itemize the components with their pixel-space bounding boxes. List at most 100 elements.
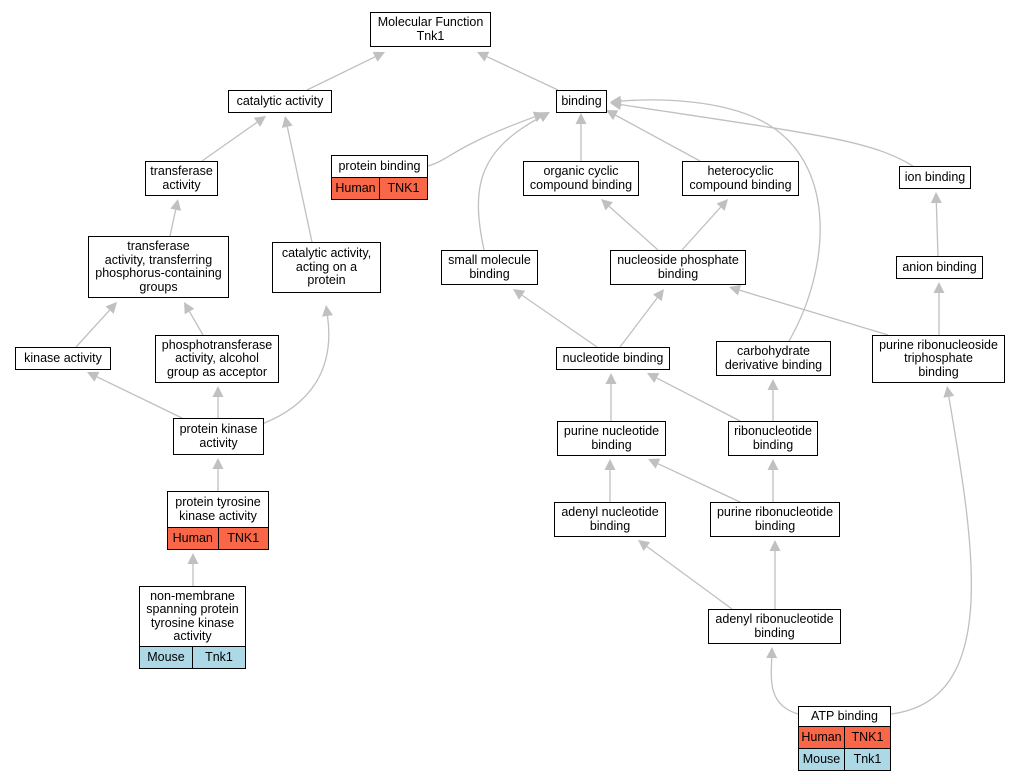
organism-name: Mouse [802,751,841,766]
go-term-label: anion binding [902,259,977,274]
edge-transferase_phosphorus-to-transferase_activity [169,209,177,237]
edge-arrowhead-nucleotide_binding-to-nucleoside_phosphate [652,289,664,302]
edge-arrowhead-ribonucleotide-to-nucleotide_binding [647,373,660,383]
go-term-node-purine-ribonucleotide[interactable]: purine ribonucleotide binding [710,502,840,537]
edge-arrowhead-non_membrane_ptk-to-protein_tyrosine_kinase [187,553,199,564]
go-term-label: purine ribonucleoside triphosphate bindi… [879,337,998,379]
edge-anion_binding-to-ion_binding [935,202,939,257]
edge-arrowhead-atp_binding-to-purine_ribonucleoside_tp [943,386,955,398]
gene-symbol: Tnk1 [844,749,890,770]
edge-arrowhead-purine_ribonucleotide-to-ribonucleotide [767,459,779,470]
go-term-node-transferase-phosphorus[interactable]: transferase activity, transferring phosp… [88,236,229,298]
species-annotation-mouse: Mouse Tnk1 [140,646,245,668]
go-term-node-heterocyclic[interactable]: heterocyclic compound binding [682,161,799,196]
edge-arrowhead-nucleotide_binding-to-small_molecule [513,289,526,300]
edge-arrowhead-purine_ribonucleoside_tp-to-nucleoside_phosphate [729,284,742,296]
edge-arrowhead-heterocyclic-to-binding [606,110,619,121]
edge-catalytic_activity-to-molecular_function [306,56,376,91]
edge-arrowhead-protein_kinase-to-phosphotransferase [212,386,224,397]
go-term-label: nucleoside phosphate binding [617,253,739,281]
go-term-node-catalytic-activity[interactable]: catalytic activity [228,90,332,113]
edge-arrowhead-adenyl_ribonucleotide-to-adenyl_nucleotide [638,540,651,551]
edge-atp_binding-to-purine_ribonucleoside_tp [890,396,973,715]
edge-nucleoside_phosphate-to-heterocyclic [681,206,722,251]
edge-arrowhead-purine_nucleotide-to-nucleotide_binding [605,373,617,384]
edge-arrowhead-kinase_activity-to-transferase_phosphorus [105,302,117,314]
gene-symbol: TNK1 [844,727,890,748]
edge-protein_kinase-to-catalytic_protein [261,315,330,425]
edge-purine_ribonucleoside_tp-to-nucleoside_phosphate [739,289,889,336]
go-term-node-adenyl-ribonucleotide[interactable]: adenyl ribonucleotide binding [708,609,841,644]
go-term-node-purine-nucleotide[interactable]: purine nucleotide binding [557,421,666,456]
go-term-label: protein kinase activity [179,422,258,450]
go-term-label: nucleotide binding [562,350,664,365]
edge-heterocyclic-to-binding [615,114,701,162]
edge-arrowhead-transferase_activity-to-catalytic_activity [253,116,266,127]
edge-arrowhead-purine_ribonucleoside_tp-to-anion_binding [933,282,945,293]
go-term-label: catalytic activity [236,93,324,108]
go-term-node-protein-kinase[interactable]: protein kinase activity [173,418,264,455]
edge-arrowhead-anion_binding-to-ion_binding [930,192,942,204]
go-term-node-nucleoside-phosphate[interactable]: nucleoside phosphate binding [610,250,746,285]
go-term-label: purine nucleotide binding [563,424,660,452]
go-term-node-kinase-activity[interactable]: kinase activity [15,347,111,370]
edge-atp_binding-to-adenyl_ribonucleotide [770,657,799,715]
organism-name: Human [335,180,376,195]
edge-arrowhead-nucleoside_phosphate-to-heterocyclic [716,199,728,211]
edge-phosphotransferase-to-transferase_phosphorus [188,311,204,336]
edge-arrowhead-ribonucleotide-to-carbohydrate_derivative [767,379,779,390]
edge-kinase_activity-to-transferase_phosphorus [75,309,111,348]
edge-arrowhead-small_molecule-to-binding [537,112,550,123]
go-term-label: transferase activity [150,164,213,192]
edge-carbohydrate_derivative-to-binding [620,99,821,342]
go-term-label: carbohydrate derivative binding [724,344,823,372]
go-term-node-transferase-activity[interactable]: transferase activity [145,161,218,196]
gene-symbol: Tnk1 [192,647,245,668]
edge-arrowhead-protein_kinase-to-catalytic_protein [322,305,333,317]
go-term-node-anion-binding[interactable]: anion binding [896,256,983,279]
edge-arrowhead-adenyl_nucleotide-to-purine_nucleotide [604,459,616,470]
go-term-node-purine-ribonucleoside-tp[interactable]: purine ribonucleoside triphosphate bindi… [872,335,1005,383]
edge-arrowhead-catalytic_protein-to-catalytic_activity [281,116,293,128]
go-term-label: binding [561,93,602,108]
edge-arrowhead-binding-to-molecular_function [477,51,490,62]
go-term-label: Molecular Function Tnk1 [377,15,484,43]
edge-protein_kinase-to-kinase_activity [96,376,183,419]
edge-arrowhead-purine_ribonucleotide-to-purine_nucleotide [648,458,661,469]
go-term-label: adenyl ribonucleotide binding [715,612,834,640]
go-term-node-molecular-function[interactable]: Molecular Function Tnk1 [370,12,491,47]
go-term-node-carbohydrate-derivative[interactable]: carbohydrate derivative binding [716,341,831,376]
go-term-node-ion-binding[interactable]: ion binding [899,166,971,189]
organism-name: Mouse [147,649,185,664]
go-term-label: protein tyrosine kinase activity [175,495,261,523]
go-term-node-adenyl-nucleotide[interactable]: adenyl nucleotide binding [554,502,666,537]
gene-symbol: TNK1 [379,178,427,199]
gene-symbol: TNK1 [217,528,269,549]
go-term-label: protein binding [338,158,421,173]
go-term-node-nucleotide-binding[interactable]: nucleotide binding [556,347,670,370]
go-term-node-non-membrane-ptk[interactable]: non-membrane spanning protein tyrosine k… [139,586,246,669]
edge-arrowhead-atp_binding-to-adenyl_ribonucleotide [766,647,778,659]
go-term-node-small-molecule[interactable]: small molecule binding [441,250,538,285]
edge-arrowhead-carbohydrate_derivative-to-binding [610,95,622,107]
go-term-node-catalytic-protein[interactable]: catalytic activity, acting on a protein [272,242,381,293]
go-term-node-organic-cyclic[interactable]: organic cyclic compound binding [523,161,639,196]
edge-ribonucleotide-to-nucleotide_binding [656,377,741,422]
edge-arrowhead-adenyl_ribonucleotide-to-purine_ribonucleotide [769,540,781,551]
go-term-node-binding[interactable]: binding [556,90,607,113]
edge-ion_binding-to-binding [620,104,914,167]
edge-adenyl_ribonucleotide-to-adenyl_nucleotide [646,545,733,610]
edge-arrowhead-organic_cyclic-to-binding [575,113,587,124]
edge-arrowhead-catalytic_activity-to-molecular_function [372,51,385,62]
go-term-node-phosphotransferase[interactable]: phosphotransferase activity, alcohol gro… [155,335,279,383]
edge-purine_ribonucleotide-to-purine_nucleotide [657,463,741,503]
go-term-label: kinase activity [24,350,102,365]
edge-nucleotide_binding-to-nucleoside_phosphate [619,297,658,348]
go-term-node-ribonucleotide[interactable]: ribonucleotide binding [728,421,818,456]
